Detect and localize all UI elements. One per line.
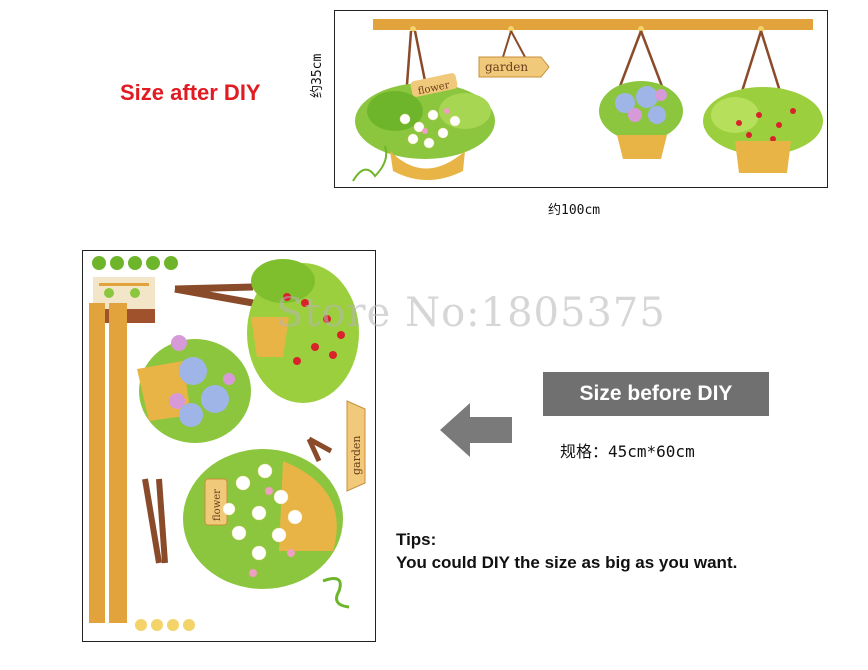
tips-title: Tips: bbox=[396, 530, 437, 549]
sticker-sheet-illustration: garden flower bbox=[89, 256, 366, 631]
before-diy-sheet: garden flower bbox=[82, 250, 376, 642]
red-berry-basket bbox=[703, 30, 823, 173]
hydrangea-sticker bbox=[137, 335, 251, 443]
tips-text: You could DIY the size as big as you wan… bbox=[396, 553, 738, 572]
hanging-baskets-illustration: flower garden bbox=[352, 19, 823, 182]
garden-sign-label: garden bbox=[485, 60, 528, 74]
size-after-title: Size after DIY bbox=[120, 80, 261, 105]
rod-piece-1 bbox=[89, 303, 105, 623]
garden-sign-sticker: garden bbox=[346, 400, 366, 492]
flower-basket-sticker: flower bbox=[183, 449, 350, 609]
rope-strip-top bbox=[174, 283, 254, 307]
certification-badges bbox=[92, 256, 178, 270]
store-watermark: Store No:1805375 bbox=[276, 290, 666, 336]
berry-bunch-sticker bbox=[247, 259, 359, 403]
garden-sign: garden bbox=[478, 30, 550, 78]
height-dimension-label: 约35cm bbox=[310, 53, 325, 98]
after-diy-preview: flower garden bbox=[334, 10, 828, 188]
width-dimension-label: 约100cm bbox=[548, 203, 601, 218]
knob-pieces bbox=[135, 619, 195, 631]
flower-sticker-label: flower bbox=[212, 489, 223, 521]
rod-piece-2 bbox=[109, 303, 127, 623]
garden-sticker-label: garden bbox=[350, 436, 363, 476]
hydrangea-basket bbox=[599, 30, 683, 159]
hanging-rod bbox=[373, 19, 813, 30]
size-before-badge: Size before DIY bbox=[543, 372, 769, 416]
rope-strip-left bbox=[142, 478, 168, 564]
flower-basket-1: flower bbox=[352, 30, 495, 182]
left-arrow-icon bbox=[440, 403, 512, 457]
size-spec-label: 规格：45cm*60cm bbox=[560, 442, 695, 461]
